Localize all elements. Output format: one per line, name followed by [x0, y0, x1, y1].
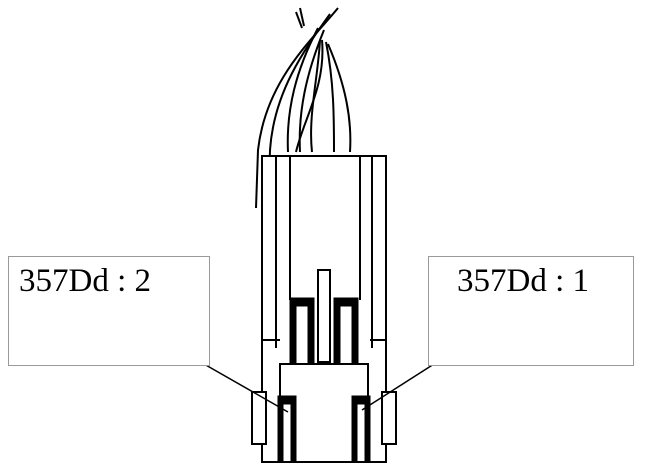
lower-terminal-left: [277, 395, 297, 463]
callout-label-right: 357Dd : 1: [457, 263, 589, 299]
wire-bundle: [255, 7, 352, 211]
upper-terminals: [289, 297, 359, 365]
callout-box-left: 357Dd : 2: [8, 256, 210, 366]
center-pin-upper: [317, 269, 331, 363]
side-tab-right: [381, 391, 397, 445]
side-tab-left: [251, 391, 267, 445]
callout-label-left: 357Dd : 2: [19, 263, 151, 299]
lower-terminal-right: [351, 395, 371, 463]
leader-line-left: [203, 363, 289, 413]
leader-line-right: [361, 363, 435, 411]
lower-terminals: [277, 395, 371, 463]
callout-box-right: 357Dd : 1: [428, 256, 634, 366]
leader-lines: [203, 363, 435, 413]
